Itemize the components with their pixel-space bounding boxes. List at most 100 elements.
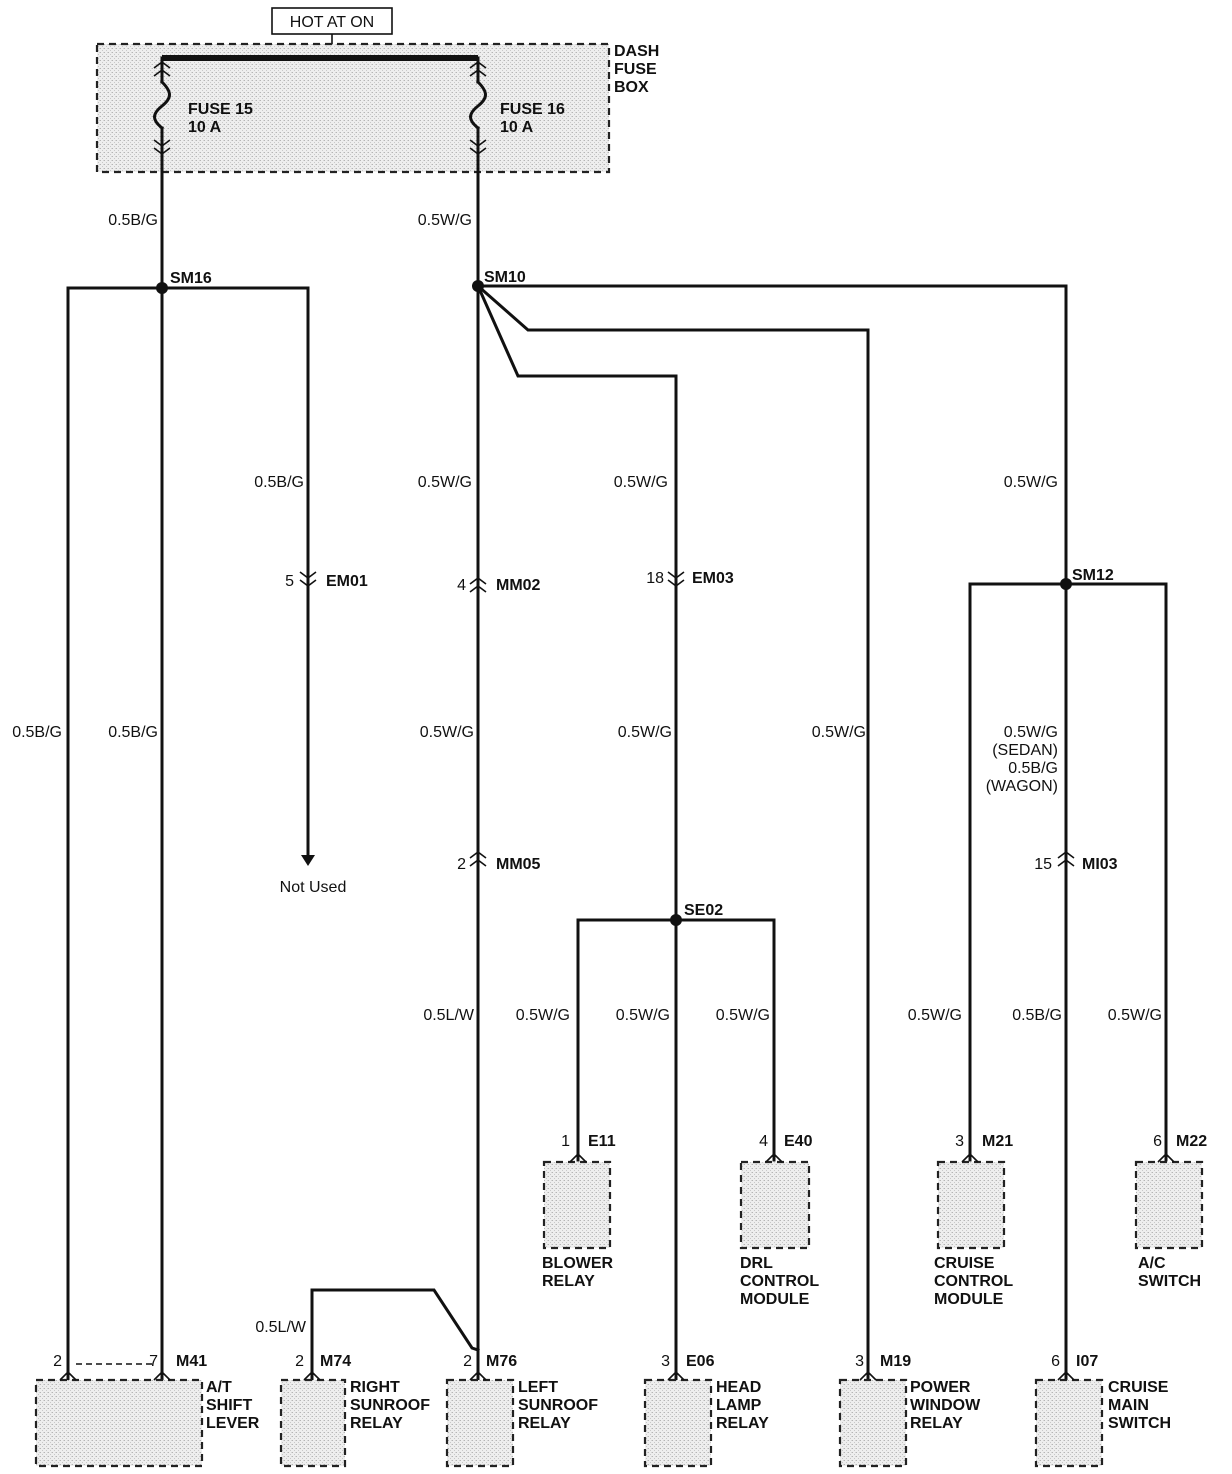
- svg-text:DASH: DASH: [614, 43, 659, 60]
- svg-text:RELAY: RELAY: [716, 1415, 769, 1432]
- svg-text:RELAY: RELAY: [910, 1415, 963, 1432]
- svg-text:3: 3: [661, 1353, 670, 1370]
- component-m19-power-window-relay: 3 M19 POWER WINDOW RELAY: [838, 1353, 981, 1468]
- connector-em03: [667, 571, 685, 587]
- svg-text:RIGHT: RIGHT: [350, 1379, 400, 1396]
- svg-text:LEFT: LEFT: [518, 1379, 558, 1396]
- component-m22-ac-switch: 6 M22 A/C SWITCH: [1134, 1133, 1207, 1290]
- svg-text:2: 2: [463, 1353, 472, 1370]
- svg-text:LEVER: LEVER: [206, 1415, 260, 1432]
- svg-text:0.5B/G: 0.5B/G: [108, 724, 158, 741]
- svg-text:0.5W/G: 0.5W/G: [418, 474, 472, 491]
- svg-text:MI03: MI03: [1082, 856, 1118, 873]
- svg-text:0.5B/G: 0.5B/G: [1012, 1007, 1062, 1024]
- svg-text:0.5B/G: 0.5B/G: [254, 474, 304, 491]
- svg-text:E11: E11: [588, 1133, 616, 1150]
- fuse-16: FUSE 16 10 A: [469, 56, 565, 174]
- svg-text:SHIFT: SHIFT: [206, 1397, 252, 1414]
- svg-text:1: 1: [561, 1133, 570, 1150]
- svg-text:SM12: SM12: [1072, 567, 1114, 584]
- svg-text:MM05: MM05: [496, 856, 541, 873]
- svg-text:M74: M74: [320, 1353, 351, 1370]
- splice-sm12: [1060, 578, 1072, 590]
- svg-text:DRL: DRL: [740, 1255, 773, 1272]
- svg-text:3: 3: [955, 1133, 964, 1150]
- svg-text:FUSE 16: FUSE 16: [500, 101, 565, 118]
- svg-text:I07: I07: [1076, 1353, 1098, 1370]
- svg-text:2: 2: [295, 1353, 304, 1370]
- svg-text:E06: E06: [686, 1353, 715, 1370]
- svg-text:0.5B/G: 0.5B/G: [12, 724, 62, 741]
- svg-text:EM03: EM03: [692, 570, 734, 587]
- svg-text:5: 5: [285, 573, 294, 590]
- svg-text:3: 3: [855, 1353, 864, 1370]
- svg-text:6: 6: [1051, 1353, 1060, 1370]
- svg-text:6: 6: [1153, 1133, 1162, 1150]
- svg-text:0.5W/G: 0.5W/G: [420, 724, 474, 741]
- svg-text:2: 2: [53, 1353, 62, 1370]
- svg-text:EM01: EM01: [326, 573, 368, 590]
- svg-text:0.5W/G: 0.5W/G: [1004, 724, 1058, 741]
- svg-text:0.5B/G: 0.5B/G: [1008, 760, 1058, 777]
- svg-text:15: 15: [1034, 856, 1052, 873]
- svg-text:0.5W/G: 0.5W/G: [1004, 474, 1058, 491]
- dash-fuse-box: DASH FUSE BOX: [95, 42, 659, 174]
- splice-sm16: [156, 282, 168, 294]
- component-m74-right-sunroof-relay: 2 M74 RIGHT SUNROOF RELAY: [279, 1353, 430, 1468]
- splice-se02: [670, 914, 682, 926]
- svg-text:SUNROOF: SUNROOF: [350, 1397, 430, 1414]
- svg-text:M19: M19: [880, 1353, 911, 1370]
- svg-text:RELAY: RELAY: [518, 1415, 571, 1432]
- svg-text:4: 4: [457, 577, 466, 594]
- sunroof-crossover: 0.5L/W: [255, 1288, 480, 1382]
- svg-text:Not Used: Not Used: [280, 879, 347, 896]
- svg-text:0.5W/G: 0.5W/G: [418, 212, 472, 229]
- svg-text:4: 4: [759, 1133, 768, 1150]
- svg-text:0.5W/G: 0.5W/G: [908, 1007, 962, 1024]
- svg-text:FUSE: FUSE: [614, 61, 657, 78]
- sm12-circuit: SM12 0.5W/G (SEDAN) 0.5B/G (WAGON) 15 MI…: [908, 567, 1168, 1162]
- svg-text:RELAY: RELAY: [542, 1273, 595, 1290]
- svg-text:A/T: A/T: [206, 1379, 232, 1396]
- svg-text:MM02: MM02: [496, 577, 541, 594]
- connector-mm02: [469, 577, 487, 593]
- svg-text:0.5W/G: 0.5W/G: [618, 724, 672, 741]
- svg-text:10 A: 10 A: [500, 119, 534, 136]
- svg-text:0.5W/G: 0.5W/G: [716, 1007, 770, 1024]
- sm16-circuit: SM16 0.5B/G 0.5B/G 0.5B/G 0.5B/G 5 EM01 …: [12, 170, 368, 1382]
- svg-text:FUSE 15: FUSE 15: [188, 101, 253, 118]
- svg-text:CONTROL: CONTROL: [740, 1273, 819, 1290]
- svg-text:0.5W/G: 0.5W/G: [1108, 1007, 1162, 1024]
- svg-text:0.5L/W: 0.5L/W: [255, 1319, 307, 1336]
- component-e40-drl-control-module: 4 E40 DRL CONTROL MODULE: [739, 1133, 819, 1308]
- component-m76-left-sunroof-relay: 2 M76 LEFT SUNROOF RELAY: [445, 1353, 598, 1468]
- svg-text:HOT AT ON: HOT AT ON: [290, 14, 374, 31]
- component-m21-cruise-control-module: 3 M21 CRUISE CONTROL MODULE: [934, 1133, 1013, 1308]
- svg-text:MAIN: MAIN: [1108, 1397, 1149, 1414]
- svg-text:SUNROOF: SUNROOF: [518, 1397, 598, 1414]
- svg-text:0.5W/G: 0.5W/G: [812, 724, 866, 741]
- svg-text:18: 18: [646, 570, 664, 587]
- svg-text:CRUISE: CRUISE: [934, 1255, 995, 1272]
- not-used-arrow: [301, 855, 315, 866]
- svg-text:RELAY: RELAY: [350, 1415, 403, 1432]
- svg-text:CRUISE: CRUISE: [1108, 1379, 1169, 1396]
- svg-text:SWITCH: SWITCH: [1108, 1415, 1171, 1432]
- svg-text:(WAGON): (WAGON): [986, 778, 1058, 795]
- svg-text:0.5W/G: 0.5W/G: [614, 474, 668, 491]
- svg-text:10 A: 10 A: [188, 119, 222, 136]
- svg-text:SM16: SM16: [170, 270, 212, 287]
- connector-em01: [299, 571, 317, 587]
- svg-text:M21: M21: [982, 1133, 1013, 1150]
- svg-text:MODULE: MODULE: [740, 1291, 810, 1308]
- component-m41-at-shift-lever: 2 7 M41 A/T SHIFT LEVER: [34, 1353, 260, 1468]
- svg-text:M22: M22: [1176, 1133, 1207, 1150]
- svg-text:0.5W/G: 0.5W/G: [516, 1007, 570, 1024]
- svg-text:SE02: SE02: [684, 902, 723, 919]
- svg-text:SWITCH: SWITCH: [1138, 1273, 1201, 1290]
- svg-text:0.5L/W: 0.5L/W: [423, 1007, 475, 1024]
- svg-text:BOX: BOX: [614, 79, 649, 96]
- se02-circuit: SE02 0.5W/G 0.5W/G 0.5W/G: [516, 902, 776, 1162]
- svg-text:0.5W/G: 0.5W/G: [616, 1007, 670, 1024]
